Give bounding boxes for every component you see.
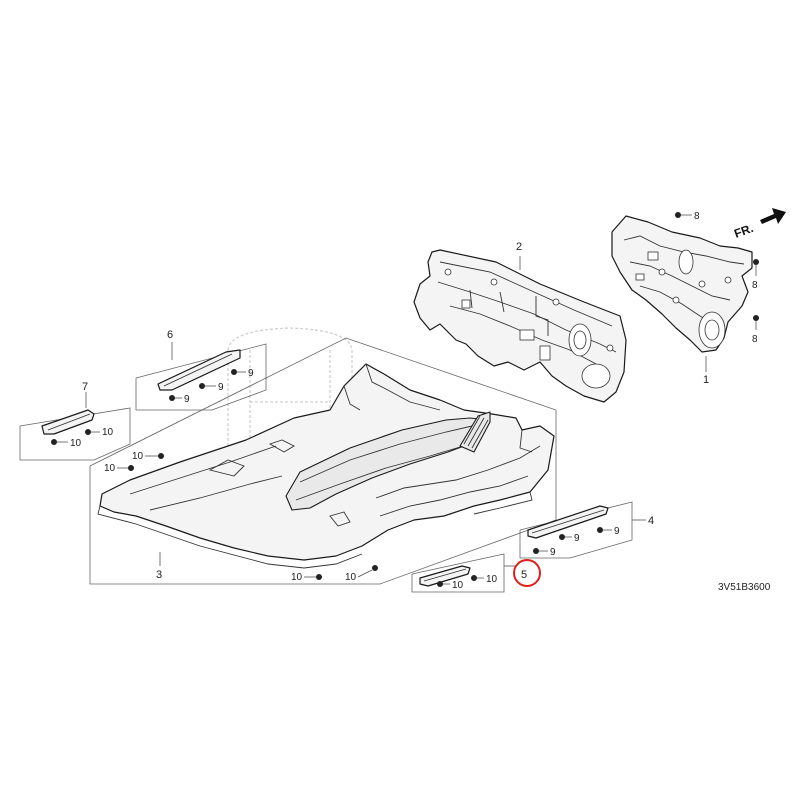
frame-part-6 — [135, 343, 267, 411]
clip-icon — [231, 369, 237, 375]
clip-icon — [128, 465, 134, 471]
clip-9-part-4: 9 9 9 — [533, 526, 620, 558]
callout-part-7: 7 — [82, 381, 88, 393]
callout-clip-9-f: 9 — [550, 547, 556, 558]
part-3-floor-carpet[interactable] — [97, 363, 555, 569]
front-direction-indicator: FR. — [732, 208, 786, 241]
part-2-dash-panel-insulator[interactable] — [413, 249, 627, 403]
clip-icon — [471, 575, 477, 581]
clip-icon — [753, 259, 759, 265]
clip-9-part-6: 9 9 9 — [169, 368, 254, 405]
callout-part-5-highlight[interactable] — [513, 559, 541, 587]
callout-part-1: 1 — [703, 374, 709, 386]
clip-icon — [158, 453, 164, 459]
callout-part-4: 4 — [648, 515, 654, 527]
callout-part-5: 5 — [521, 569, 527, 581]
callout-clip-9-b: 9 — [248, 368, 254, 379]
callout-clip-10-b: 10 — [132, 451, 144, 462]
front-direction-label: FR. — [732, 221, 755, 241]
clip-icon — [559, 534, 565, 540]
frame-part-3 — [89, 337, 557, 585]
part-4-front-sill-trim[interactable] — [527, 505, 609, 539]
callout-clip-10-f: 10 — [70, 438, 82, 449]
part-6-rear-trim[interactable] — [157, 349, 241, 391]
callout-clip-9-e: 9 — [614, 526, 620, 537]
callout-clip-10-c: 10 — [291, 572, 303, 583]
callout-clip-10-e: 10 — [102, 427, 114, 438]
callout-clip-9-a: 9 — [218, 382, 224, 393]
clip-10-part-7: 10 10 — [51, 427, 114, 449]
clip-icon — [437, 581, 443, 587]
callout-clip-10-g: 10 — [452, 580, 464, 591]
callout-clip-8-low: 8 — [752, 334, 758, 345]
clip-icon — [675, 212, 681, 218]
part-7-side-trim[interactable] — [41, 409, 95, 435]
clip-10-part-5: 10 10 — [437, 574, 498, 591]
clip-icon — [753, 315, 759, 321]
clip-10-group: 10 10 10 10 — [104, 451, 378, 583]
clip-icon — [597, 527, 603, 533]
clip-8-group: 8 8 8 — [675, 211, 759, 345]
part-5-rear-sill-trim[interactable] — [419, 565, 471, 587]
callout-clip-10-h: 10 — [486, 574, 498, 585]
callout-part-2: 2 — [516, 241, 522, 253]
callout-clip-8-top: 8 — [694, 211, 700, 222]
callout-clip-9-d: 9 — [574, 533, 580, 544]
frame-part-7 — [19, 407, 131, 461]
part-1-dashboard-insulator[interactable] — [611, 215, 753, 353]
clip-icon — [85, 429, 91, 435]
clip-icon — [169, 395, 175, 401]
callout-clip-9-c: 9 — [184, 394, 190, 405]
callout-part-6: 6 — [167, 329, 173, 341]
callout-clip-8-mid: 8 — [752, 280, 758, 291]
clip-icon — [372, 565, 378, 571]
clip-icon — [199, 383, 205, 389]
diagram-code: 3V51B3600 — [718, 582, 771, 593]
front-arrow-icon — [760, 208, 786, 224]
clip-icon — [51, 439, 57, 445]
frame-part-4 — [519, 501, 633, 559]
clip-icon — [316, 574, 322, 580]
callout-part-3: 3 — [156, 569, 162, 581]
callout-clip-10-a: 10 — [104, 463, 116, 474]
clip-icon — [533, 548, 539, 554]
frame-part-5 — [411, 553, 505, 593]
callout-clip-10-d: 10 — [345, 572, 357, 583]
